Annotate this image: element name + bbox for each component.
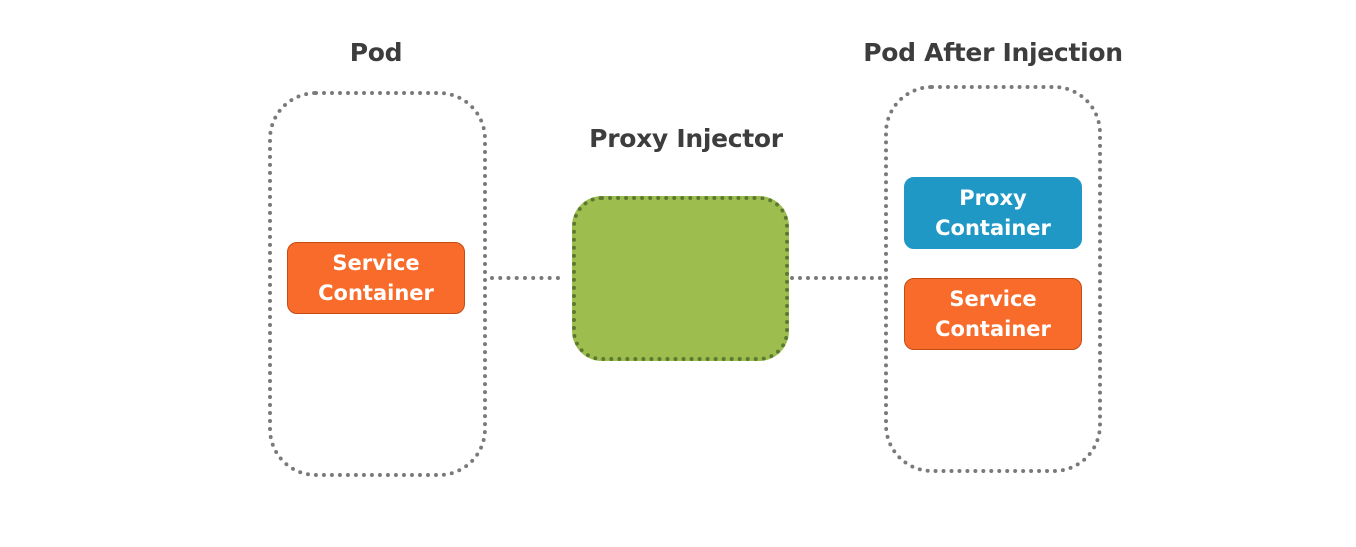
service-container-label-line1: Service bbox=[949, 287, 1037, 311]
pod-after-injection-outline bbox=[884, 85, 1102, 473]
service-container-label-line2: Container bbox=[318, 281, 434, 305]
connector-injector-to-pod-after bbox=[790, 276, 882, 280]
proxy-injector-box bbox=[572, 196, 789, 361]
pod-after-injection-title: Pod After Injection bbox=[863, 38, 1123, 67]
pod-outline bbox=[268, 91, 487, 477]
injected-pod-service-container: Service Container bbox=[904, 278, 1082, 350]
proxy-container-label-line1: Proxy bbox=[959, 186, 1027, 210]
service-container: Service Container bbox=[287, 242, 465, 314]
proxy-container-label-line2: Container bbox=[935, 216, 1051, 240]
connector-pod-to-injector bbox=[490, 276, 560, 280]
pod-title: Pod bbox=[349, 38, 403, 67]
proxy-container: Proxy Container bbox=[904, 177, 1082, 249]
proxy-injector-title: Proxy Injector bbox=[589, 124, 783, 153]
service-container-label-line2: Container bbox=[935, 317, 1051, 341]
service-container-label-line1: Service bbox=[332, 251, 420, 275]
